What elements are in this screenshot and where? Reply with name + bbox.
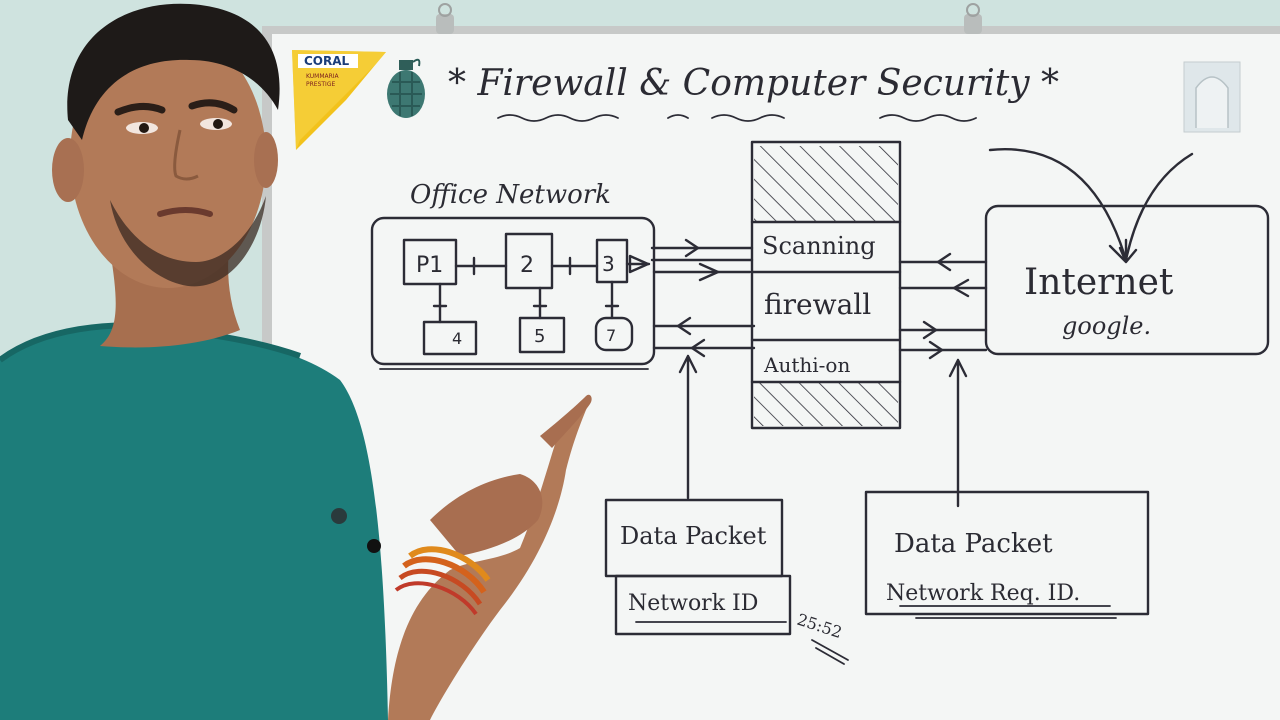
node-4 — [422, 320, 478, 356]
board-clip-left — [436, 3, 454, 34]
firewall-internet-arrows — [898, 252, 988, 360]
coral-logo: CORAL KUMMARIA PRESTIGE — [292, 50, 386, 150]
google-label: google. — [1062, 312, 1151, 340]
packet-left-line1: Data Packet — [620, 522, 767, 550]
node-p1 — [402, 238, 458, 286]
node-4-label: 4 — [452, 329, 462, 348]
packet-right-line1: Data Packet — [894, 529, 1053, 559]
board-title: * Firewall & Computer Security * — [448, 63, 1059, 122]
packet-right: Data Packet Network Req. ID. — [864, 358, 1150, 619]
node-7 — [594, 316, 634, 352]
firewall-auth-label: Authi-on — [763, 353, 850, 377]
node-2 — [504, 232, 554, 290]
node-p1-label: P1 — [416, 253, 443, 278]
shirt-logo — [331, 508, 347, 524]
logo-small-2: PRESTIGE — [306, 81, 335, 88]
node-5 — [518, 316, 566, 354]
grenade-icon — [387, 58, 425, 118]
node-2-label: 2 — [520, 253, 534, 278]
board-clip-right — [964, 3, 982, 34]
fort-icon — [1183, 61, 1241, 133]
office-network-label: Office Network — [410, 180, 611, 210]
packet-left-line2: Network ID — [628, 591, 758, 616]
node-3-label: 3 — [602, 252, 615, 276]
node-5-label: 5 — [534, 326, 545, 347]
packet-right-line2: Network Req. ID. — [886, 581, 1080, 606]
office-network-box: P1 2 3 4 5 7 — [370, 216, 656, 370]
logo-brand: CORAL — [304, 54, 350, 68]
internet-box: Internet google. — [984, 148, 1270, 356]
packet-left: Data Packet Network ID 25:52 — [604, 354, 849, 665]
internet-label: Internet — [1024, 262, 1174, 303]
presenter — [0, 3, 592, 720]
office-firewall-arrows — [650, 238, 756, 358]
firewall-scanning-label: Scanning — [762, 232, 876, 260]
firewall-main-label: firewall — [764, 288, 871, 321]
firewall-stack: Scanning firewall Authi-on — [750, 140, 902, 430]
logo-small-1: KUMMARIA — [306, 73, 340, 80]
title-text: * Firewall & Computer Security * — [448, 63, 1059, 104]
node-7-label: 7 — [606, 326, 616, 345]
